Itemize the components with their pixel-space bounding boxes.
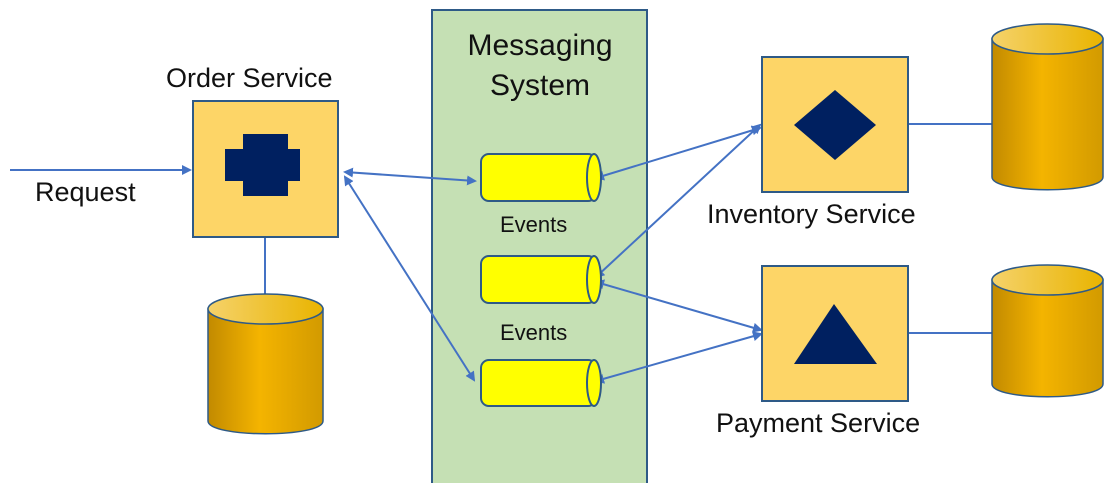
inventory-service-label: Inventory Service xyxy=(707,199,916,229)
cross-icon xyxy=(225,134,300,196)
event-channel-top xyxy=(480,153,602,202)
event-label-bottom: Events xyxy=(500,320,568,345)
diamond-icon xyxy=(794,90,876,160)
payment-to-event-bottom-connector xyxy=(594,331,763,384)
payment-service-label: Payment Service xyxy=(716,408,921,438)
triangle-icon xyxy=(794,304,877,364)
inventory-database-icon xyxy=(991,23,1104,191)
event-label-top: Events xyxy=(500,212,568,237)
messaging-system-title: Messaging System xyxy=(430,26,650,106)
order-to-event-bottom-connector xyxy=(343,175,476,382)
messaging-system-title-line-2: System xyxy=(489,69,591,102)
messaging-system-title-line-1: Messaging xyxy=(467,29,613,62)
event-channel-middle xyxy=(480,255,602,304)
inventory-to-event-middle-connector xyxy=(594,123,762,279)
order-database-icon xyxy=(207,293,324,435)
order-service-label: Order Service xyxy=(166,63,333,93)
payment-database-icon xyxy=(991,264,1104,398)
payment-to-event-middle-connector xyxy=(594,279,763,333)
request-label: Request xyxy=(35,177,136,207)
event-channel-bottom xyxy=(480,359,602,407)
